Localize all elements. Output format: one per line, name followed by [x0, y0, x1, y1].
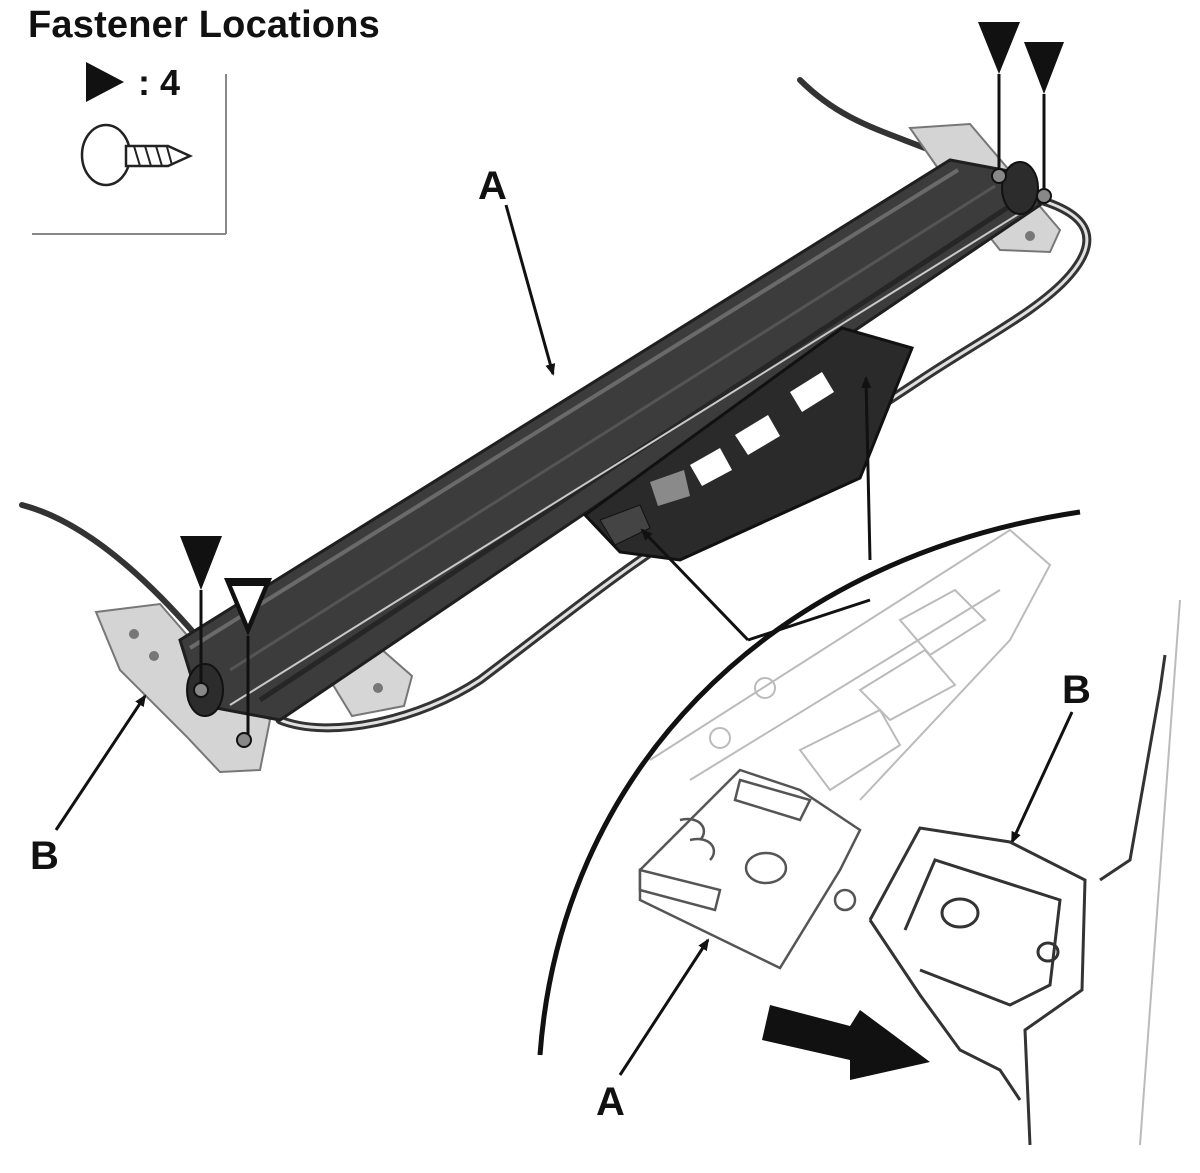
direction-arrow-icon: [762, 1005, 930, 1080]
detail-rail-end: [638, 768, 862, 970]
fastener-marker-2: [1024, 42, 1064, 204]
callout-b-detail: B: [1062, 668, 1091, 712]
fastener-marker-3: [180, 536, 222, 698]
legend-box: [32, 62, 227, 235]
sunshade-rail-a: [178, 158, 1042, 722]
bracket-b: [94, 602, 272, 774]
screw-icon: [80, 123, 194, 187]
detail-bracket-b: [868, 599, 1181, 1146]
leader-arrows: [54, 204, 1074, 1076]
legend-triangle-icon: [86, 62, 124, 102]
fastener-count: : 4: [138, 62, 181, 103]
callout-a-detail: A: [596, 1080, 625, 1124]
callout-b-left: B: [30, 834, 59, 878]
diagram-title: Fastener Locations: [28, 4, 381, 46]
fastener-marker-1: [978, 22, 1020, 184]
motor-unit: [582, 326, 915, 562]
callout-a-main: A: [478, 164, 507, 208]
detail-view: [537, 509, 1181, 1146]
fastener-marker-4: [224, 578, 272, 748]
